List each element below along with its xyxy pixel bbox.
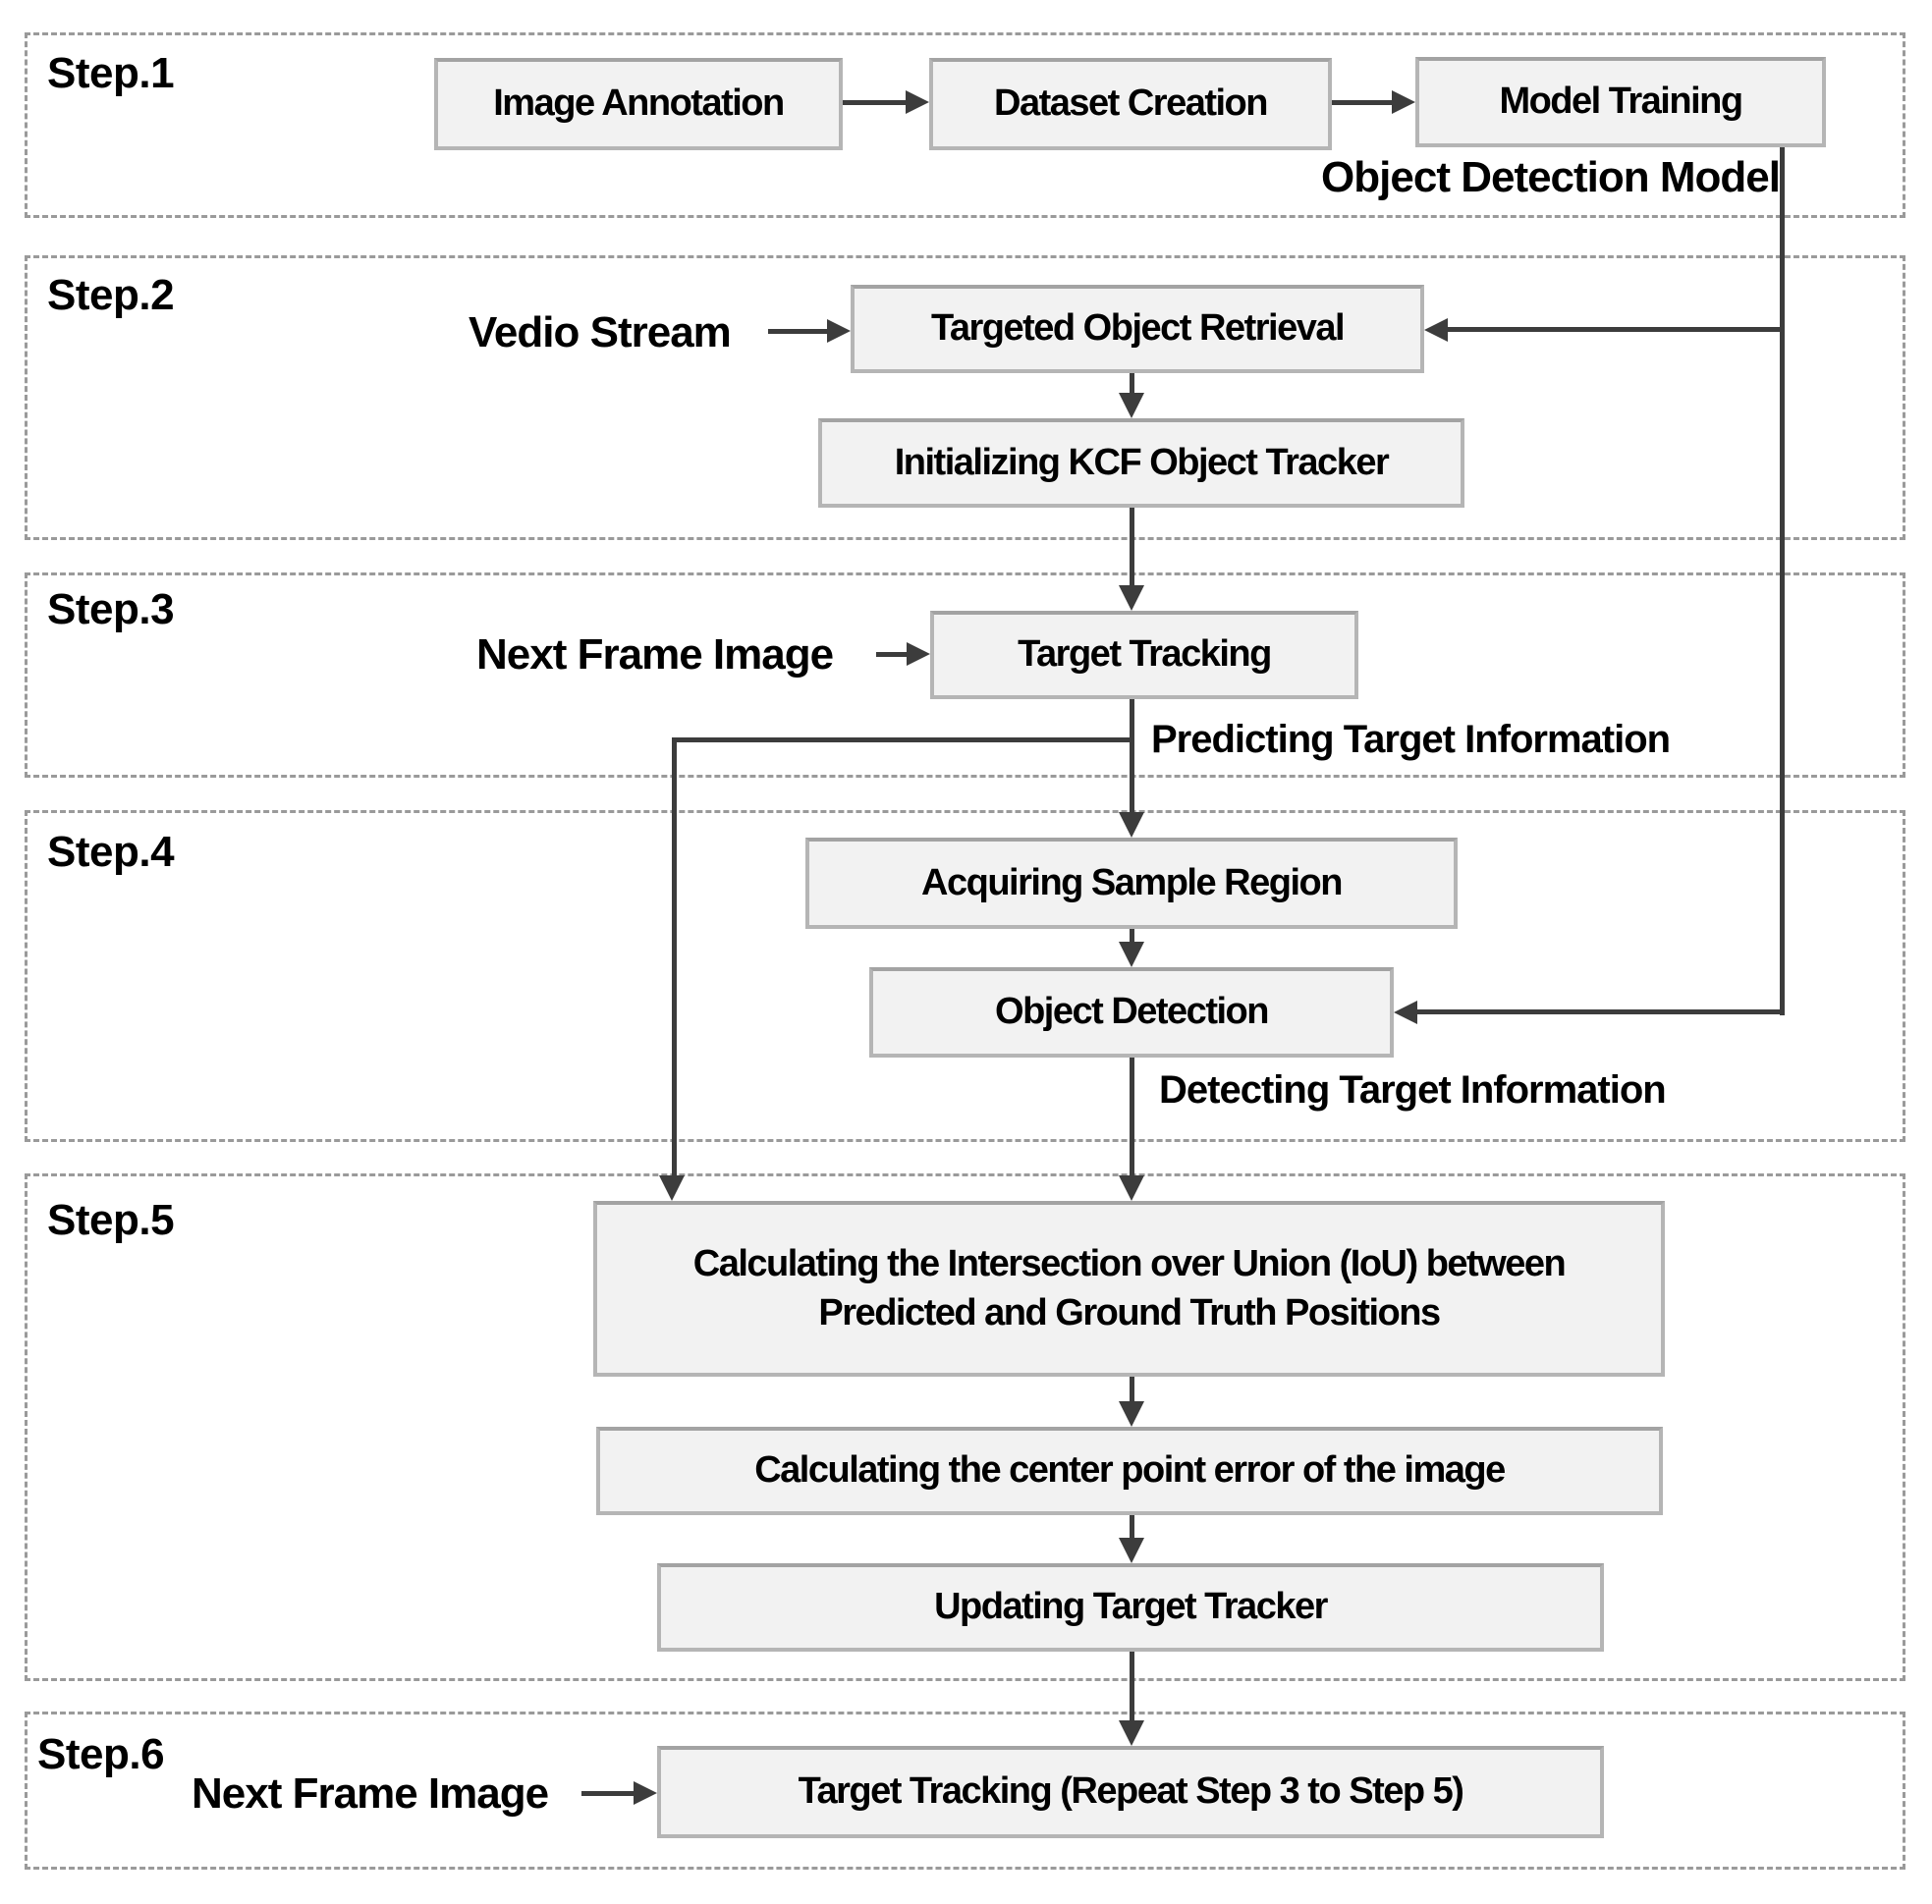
panel-step-2 [25, 255, 1905, 540]
frame-to-repeat-line [581, 1791, 634, 1796]
prediction-bypass-vertical-line [672, 737, 677, 1175]
next-frame-image-step6-label: Next Frame Image [192, 1769, 549, 1818]
target-tracking-repeat-box: Target Tracking (Repeat Step 3 to Step 5… [657, 1746, 1604, 1838]
step-5-label: Step.5 [47, 1196, 175, 1244]
acquiring-sample-region-box: Acquiring Sample Region [805, 838, 1458, 929]
model-output-rail-line [1780, 147, 1785, 1015]
targeted-object-retrieval-box: Targeted Object Retrieval [851, 285, 1424, 373]
panel-step-1 [25, 32, 1905, 218]
update-to-repeat-line [1130, 1652, 1134, 1720]
arrowhead-into-init-tracker [1119, 393, 1144, 418]
detecting-target-information-label: Detecting Target Information [1159, 1068, 1667, 1112]
video-stream-label: Vedio Stream [469, 308, 732, 356]
iou-calculation-box: Calculating the Intersection over Union … [593, 1201, 1665, 1377]
prediction-bypass-horizontal-line [674, 737, 1134, 742]
arrowhead-into-tracking-top [1119, 585, 1144, 611]
init-to-tracking-line [1130, 508, 1134, 585]
panel-step-3 [25, 572, 1905, 778]
arrowhead-into-model-training [1392, 90, 1415, 114]
step-2-label: Step.2 [47, 271, 175, 319]
frame-to-tracking-line [876, 652, 907, 657]
arrowhead-into-tracking-repeat [634, 1781, 657, 1805]
video-to-retrieval-line [768, 329, 827, 334]
rail-to-detection-line [1417, 1009, 1782, 1014]
step-1-label: Step.1 [47, 49, 175, 97]
error-to-update-line [1130, 1515, 1134, 1538]
next-frame-image-step3-label: Next Frame Image [476, 630, 834, 679]
image-annotation-box: Image Annotation [434, 58, 843, 150]
arrowhead-into-dataset-creation [906, 90, 929, 114]
panel-step-4 [25, 810, 1905, 1142]
detection-to-iou-line [1130, 1058, 1134, 1175]
arrowhead-into-targeted-retrieval [827, 319, 851, 343]
retrieval-to-init-line [1130, 373, 1134, 393]
arrowhead-into-repeat-box [1119, 1720, 1144, 1746]
arrowhead-into-sample-region [1119, 812, 1144, 838]
arrowhead-bypass-into-iou-box [659, 1175, 685, 1201]
object-detection-model-label: Object Detection Model [1321, 153, 1781, 201]
dataset-to-training-line [1332, 100, 1392, 105]
arrowhead-rail-into-retrieval [1424, 318, 1448, 342]
arrowhead-into-object-detection [1119, 942, 1144, 967]
model-training-box: Model Training [1415, 57, 1826, 147]
tracking-to-sample-line [1130, 699, 1134, 812]
sample-to-detection-line [1130, 929, 1134, 942]
arrowhead-into-update-box [1119, 1538, 1144, 1563]
step-3-label: Step.3 [47, 585, 175, 633]
object-detection-box: Object Detection [869, 967, 1394, 1058]
predicting-target-information-label: Predicting Target Information [1151, 718, 1671, 761]
panel-step-5 [25, 1173, 1905, 1681]
arrowhead-into-iou-box [1119, 1175, 1144, 1201]
target-tracking-box: Target Tracking [930, 611, 1358, 699]
step-6-label: Step.6 [37, 1730, 165, 1778]
panel-step-6 [25, 1712, 1905, 1870]
center-point-error-box: Calculating the center point error of th… [596, 1427, 1663, 1515]
updating-target-tracker-box: Updating Target Tracker [657, 1563, 1604, 1652]
step-4-label: Step.4 [47, 828, 175, 876]
arrowhead-into-error-box [1119, 1401, 1144, 1427]
iou-to-error-line [1130, 1377, 1134, 1401]
arrowhead-into-target-tracking [907, 642, 930, 666]
annotation-to-dataset-line [843, 100, 906, 105]
rail-to-retrieval-line [1448, 327, 1782, 332]
dataset-creation-box: Dataset Creation [929, 58, 1332, 150]
initializing-kcf-tracker-box: Initializing KCF Object Tracker [818, 418, 1464, 508]
arrowhead-rail-into-detection [1394, 1001, 1417, 1024]
